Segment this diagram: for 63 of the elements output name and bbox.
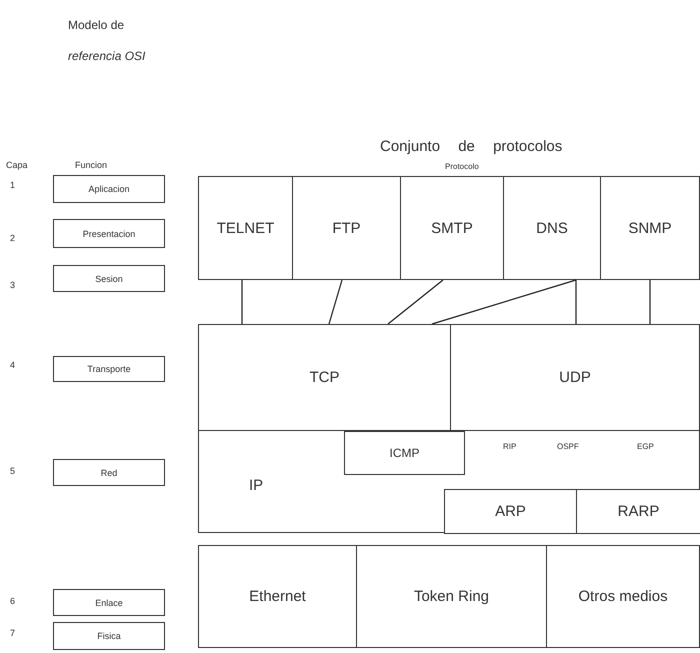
protocol-box — [400, 176, 504, 280]
layer-number: 7 — [10, 628, 16, 638]
node-label: ARP — [495, 503, 526, 520]
protocol-box — [600, 176, 700, 280]
protocol-box — [356, 545, 547, 648]
layer-number: 3 — [10, 280, 16, 290]
connector-line — [328, 280, 343, 324]
function-box — [53, 265, 165, 292]
function-box — [53, 219, 165, 248]
connector-line — [388, 280, 444, 324]
protocol-box — [198, 545, 357, 648]
protocol-name: RIP — [503, 442, 516, 451]
protocol-name: OSPF — [557, 442, 579, 451]
node-label: ICMP — [390, 446, 420, 460]
connector-line — [649, 280, 651, 324]
protocol-box — [444, 489, 577, 534]
node-label: FTP — [332, 220, 361, 236]
layer-number: 6 — [10, 596, 16, 606]
node-label: Transporte — [87, 364, 131, 374]
diagram-title: Modelo de referencia OSI — [68, 17, 146, 65]
node-label: SMTP — [431, 220, 473, 236]
node-label: DNS — [536, 220, 568, 236]
connector-line — [575, 280, 577, 324]
protocol-box — [450, 324, 700, 431]
node-label: TCP — [310, 369, 340, 386]
layer-number: 4 — [10, 360, 16, 370]
node-label: RARP — [618, 503, 660, 520]
node-label: Fisica — [97, 631, 121, 641]
section-heading: Conjunto de protocolos — [380, 138, 562, 155]
protocol-name: EGP — [637, 442, 654, 451]
layer-number: 1 — [10, 180, 16, 190]
function-box — [53, 356, 165, 382]
protocol-box — [576, 489, 700, 534]
function-box — [53, 459, 165, 486]
protocol-box — [198, 324, 451, 431]
node-label: Sesion — [95, 274, 123, 284]
column-header: Capa — [6, 160, 28, 170]
function-box — [53, 589, 165, 616]
connector-line — [432, 279, 576, 325]
node-label: Presentacion — [82, 228, 136, 238]
column-header: Funcion — [75, 160, 108, 170]
protocol-box — [344, 431, 465, 475]
node-label: Ethernet — [249, 588, 306, 605]
node-label: TELNET — [216, 220, 274, 236]
column-header: Protocolo — [445, 162, 479, 171]
node-label: Red — [100, 468, 118, 478]
protocol-box — [198, 430, 700, 533]
node-label: IP — [249, 477, 264, 494]
protocol-box — [546, 545, 700, 648]
layer-number: 2 — [10, 233, 16, 243]
node-label: SNMP — [628, 220, 672, 236]
node-label: Aplicacion — [88, 184, 130, 194]
node-label: Enlace — [95, 598, 123, 608]
connector-line — [241, 280, 243, 324]
function-box — [53, 175, 165, 203]
layer-number: 5 — [10, 466, 16, 476]
protocol-box — [198, 176, 293, 280]
function-box — [53, 622, 165, 650]
protocol-box — [292, 176, 401, 280]
node-label: Otros medios — [578, 588, 668, 605]
protocol-box — [503, 176, 601, 280]
node-label: Token Ring — [414, 588, 490, 605]
node-label: UDP — [559, 369, 591, 386]
